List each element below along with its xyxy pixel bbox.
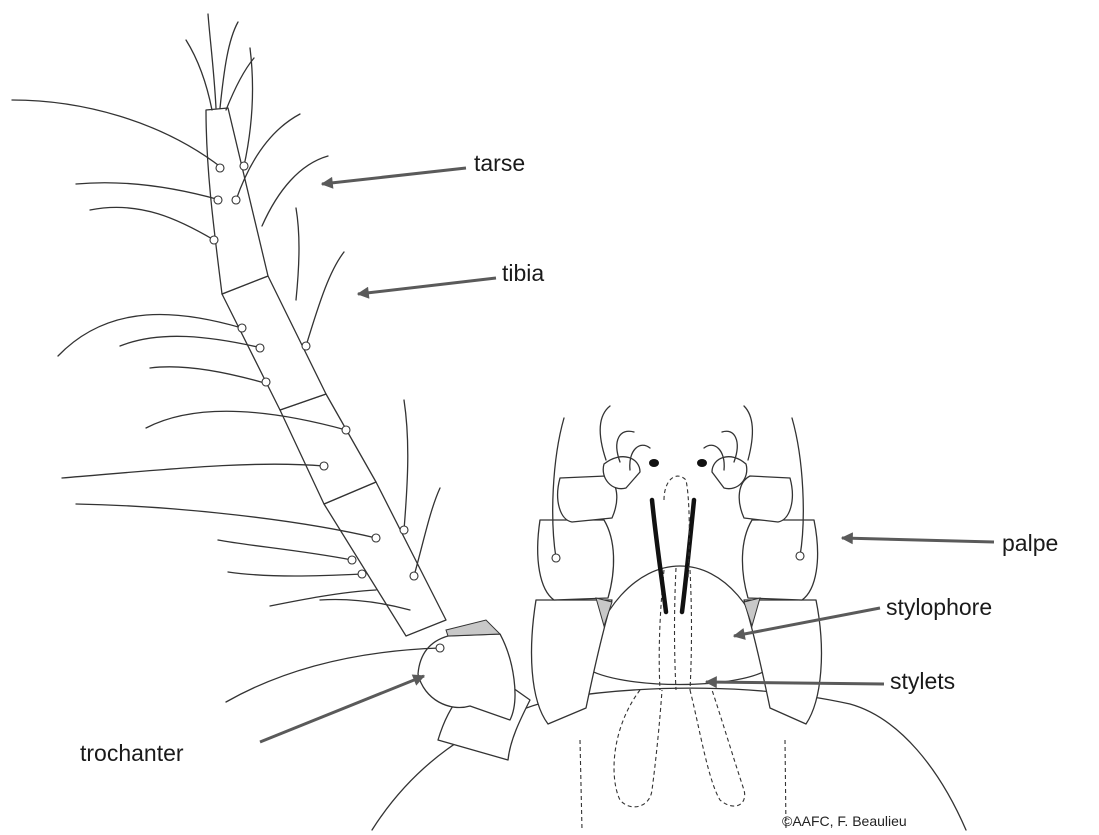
label-trochanter: trochanter [80, 742, 184, 765]
stylophore-shape [586, 566, 770, 685]
internal-line-left [580, 740, 582, 830]
label-palpe: palpe [1002, 532, 1058, 555]
leg-trochanter-shape [418, 634, 515, 720]
label-tarse: tarse [474, 152, 525, 175]
leg-genu [280, 394, 376, 504]
palp-right-segment3 [739, 476, 792, 522]
copyright-credit: ©AAFC, F. Beaulieu [782, 814, 907, 828]
palp-left-segment2 [538, 520, 614, 600]
palp-right-tip [712, 457, 747, 489]
label-stylets: stylets [890, 670, 955, 693]
palp-left-claw [649, 459, 659, 467]
arrow-trochanter [260, 676, 424, 742]
label-tibia: tibia [502, 262, 544, 285]
arrow-tarse [322, 168, 466, 184]
palp-right-claw [697, 459, 707, 467]
palp-left-tip [603, 457, 640, 489]
arrow-tibia [358, 278, 496, 294]
leg-femur [324, 482, 446, 636]
leg-claws [186, 14, 254, 110]
label-stylophore: stylophore [886, 596, 992, 619]
palp-right-segment2 [742, 520, 817, 600]
internal-gland-right [690, 690, 745, 806]
leg-joint-membrane [446, 620, 500, 636]
internal-gland-left [614, 690, 662, 807]
arrow-stylets-main [706, 682, 884, 684]
arrow-palpe [842, 538, 994, 542]
